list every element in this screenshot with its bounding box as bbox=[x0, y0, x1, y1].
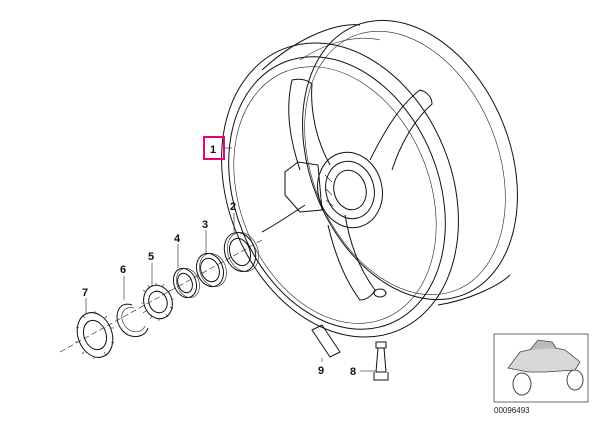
motorcycle-icon bbox=[507, 339, 584, 396]
part-label-4[interactable]: 4 bbox=[174, 233, 181, 245]
part-label-3[interactable]: 3 bbox=[202, 219, 208, 231]
part-label-1[interactable]: 1 bbox=[210, 144, 216, 156]
part-label-7[interactable]: 7 bbox=[82, 287, 88, 299]
part-7-sensor-ring bbox=[75, 311, 115, 359]
part-label-5[interactable]: 5 bbox=[148, 251, 154, 263]
part-label-6[interactable]: 6 bbox=[120, 264, 126, 276]
part-4-ring bbox=[172, 267, 200, 299]
part-5-splined-ring bbox=[141, 283, 174, 321]
part-8-valve bbox=[373, 341, 389, 381]
axis-line bbox=[59, 239, 263, 353]
thumbnail-reference-code: 00096493 bbox=[494, 406, 530, 415]
leader-lines bbox=[85, 147, 376, 372]
highlight-box bbox=[203, 136, 225, 160]
part-3-ring bbox=[195, 252, 227, 288]
part-9-balance-weight bbox=[311, 324, 341, 358]
part-label-2[interactable]: 2 bbox=[230, 201, 236, 213]
part-6-circlip bbox=[116, 303, 149, 337]
motorcycle-thumbnail[interactable]: 00096493 bbox=[493, 333, 589, 415]
part-label-9[interactable]: 9 bbox=[318, 365, 324, 377]
part-2-seal-ring bbox=[223, 232, 259, 272]
rear-wheel bbox=[221, 19, 518, 338]
part-label-8[interactable]: 8 bbox=[350, 366, 356, 378]
